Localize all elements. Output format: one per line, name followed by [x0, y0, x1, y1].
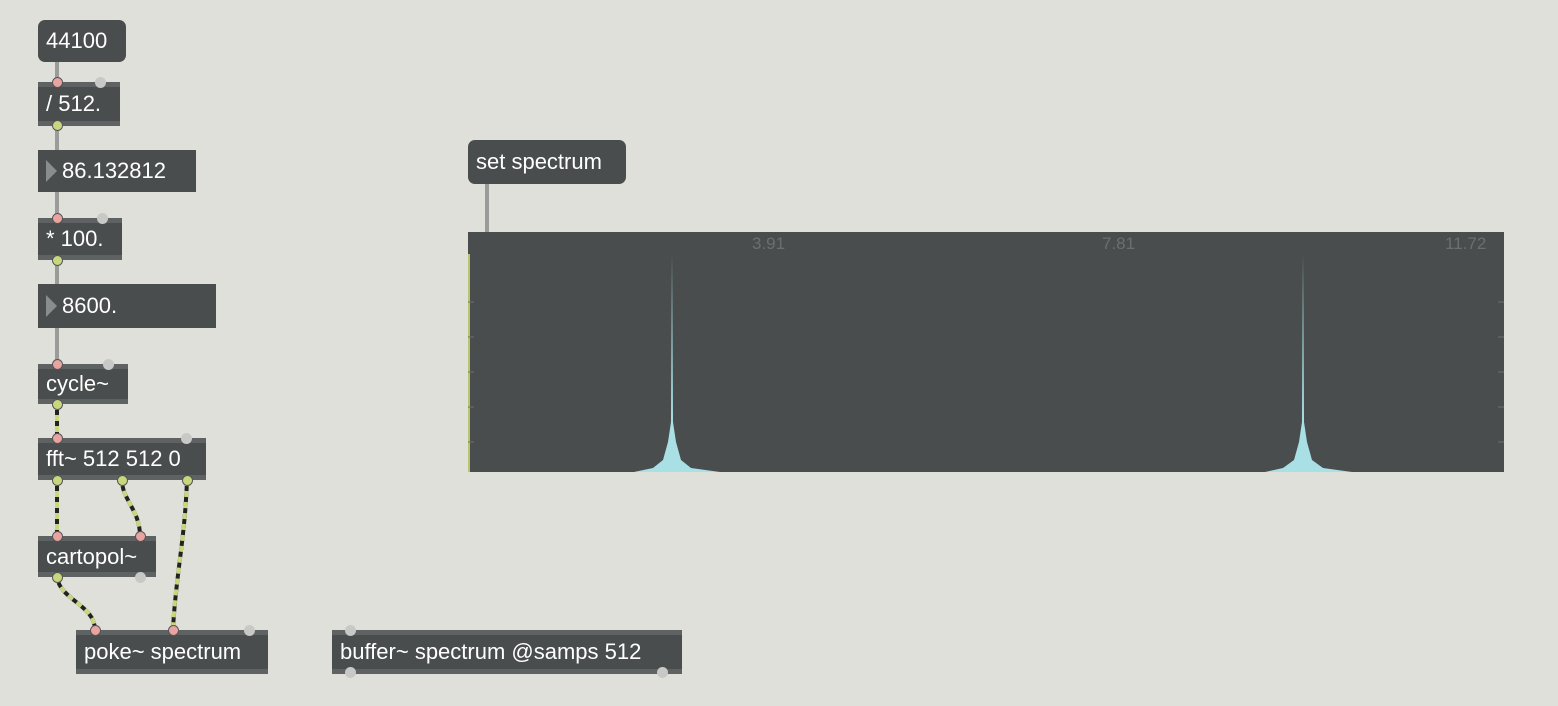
inlet[interactable]: [181, 433, 192, 444]
inlet[interactable]: [97, 213, 108, 224]
inlet[interactable]: [103, 359, 114, 370]
inlet[interactable]: [90, 625, 101, 636]
cycle-object[interactable]: cycle~: [38, 364, 128, 404]
triangle-icon: [46, 295, 57, 317]
message-text: set spectrum: [476, 149, 602, 174]
spectral-peak: [1265, 254, 1352, 472]
inlet[interactable]: [52, 77, 63, 88]
signal-patchcord[interactable]: [120, 479, 142, 537]
buffer-object[interactable]: buffer~ spectrum @samps 512: [332, 630, 682, 674]
outlet[interactable]: [345, 667, 356, 678]
inlet[interactable]: [244, 625, 255, 636]
inlet[interactable]: [95, 77, 106, 88]
outlet[interactable]: [135, 572, 146, 583]
inlet[interactable]: [135, 531, 146, 542]
inlet[interactable]: [345, 625, 356, 636]
message-box-set-spectrum[interactable]: set spectrum: [468, 140, 626, 184]
outlet[interactable]: [52, 255, 63, 266]
number-value: 86.132812: [62, 158, 166, 183]
message-text: 44100: [46, 28, 108, 53]
outlet[interactable]: [657, 667, 668, 678]
number-value: 8600.: [62, 293, 118, 318]
divide-object[interactable]: / 512.: [38, 82, 120, 126]
signal-patchcord[interactable]: [171, 479, 189, 631]
object-text: / 512.: [46, 91, 102, 116]
poke-object[interactable]: poke~ spectrum: [76, 630, 268, 674]
outlet[interactable]: [182, 475, 193, 486]
outlet[interactable]: [52, 399, 63, 410]
tick-label: 3.91: [752, 234, 786, 253]
outlet[interactable]: [52, 120, 63, 131]
object-text: * 100.: [46, 226, 104, 251]
outlet[interactable]: [52, 475, 63, 486]
fft-object[interactable]: fft~ 512 512 0: [38, 438, 206, 480]
triangle-icon: [46, 160, 57, 182]
float-number-box-frequency[interactable]: 8600.: [38, 284, 216, 328]
message-box-44100[interactable]: 44100: [38, 20, 126, 62]
spectrum-plot: [468, 254, 1504, 472]
float-number-box-bin-frequency[interactable]: 86.132812: [38, 150, 196, 192]
spectral-peak: [634, 254, 720, 472]
cartopol-object[interactable]: cartopol~: [38, 536, 156, 577]
inlet[interactable]: [52, 531, 63, 542]
object-text: cartopol~: [46, 543, 138, 569]
object-text: buffer~ spectrum @samps 512: [340, 639, 642, 664]
signal-patchcord[interactable]: [55, 576, 97, 631]
buffer-display[interactable]: 3.91 7.81 11.72: [468, 232, 1504, 472]
tick-label: 7.81: [1102, 234, 1136, 253]
outlet[interactable]: [52, 572, 63, 583]
outlet[interactable]: [117, 475, 128, 486]
inlet[interactable]: [52, 213, 63, 224]
inlet[interactable]: [168, 625, 179, 636]
object-text: cycle~: [46, 371, 109, 396]
inlet[interactable]: [52, 433, 63, 444]
multiply-object[interactable]: * 100.: [38, 218, 122, 260]
tick-label: 11.72: [1445, 234, 1487, 253]
object-text: fft~ 512 512 0: [46, 446, 181, 471]
inlet[interactable]: [52, 359, 63, 370]
object-text: poke~ spectrum: [84, 639, 242, 664]
